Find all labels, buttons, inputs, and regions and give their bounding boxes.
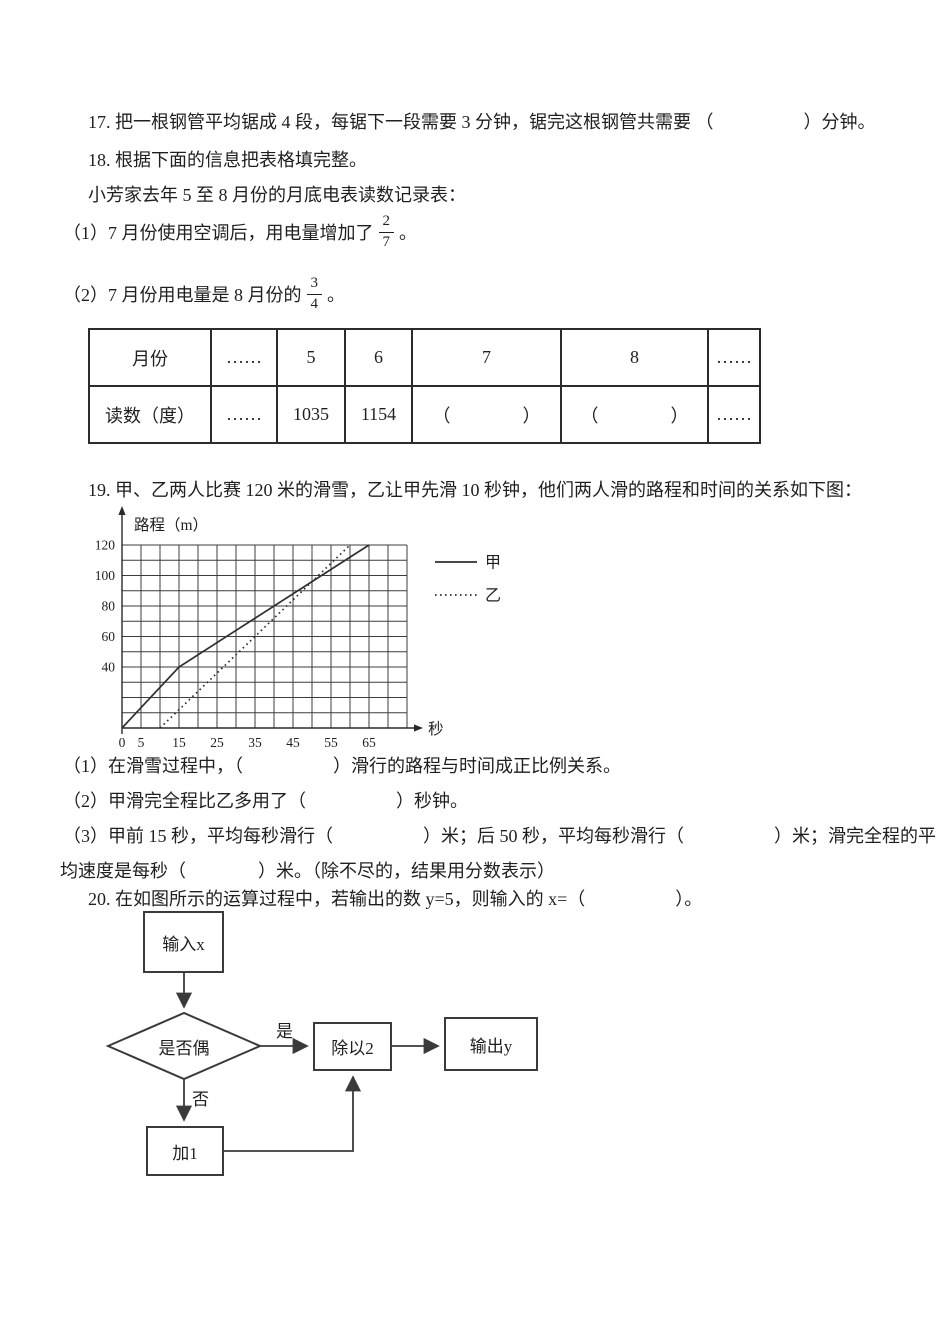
- table-cell: ……: [210, 385, 278, 444]
- item2-period: 。: [327, 285, 345, 305]
- question-19-item1: （1）在滑雪过程中，（ ）滑行的路程与时间成正比例关系。: [63, 756, 621, 776]
- table-cell: 读数（度）: [88, 385, 212, 444]
- svg-text:65: 65: [362, 735, 376, 750]
- fraction-numerator: 3: [306, 275, 322, 295]
- svg-text:路程（m）: 路程（m）: [134, 516, 208, 534]
- question-19-item3-line1: （3）甲前 15 秒，平均每秒滑行（ ）米；后 50 秒，平均每秒滑行（ ）米；…: [63, 826, 936, 846]
- fraction-three-fourths: 3 4: [306, 275, 322, 313]
- table-row: 读数（度） …… 1035 1154 （ ） （ ） ……: [88, 385, 761, 444]
- svg-text:60: 60: [102, 629, 116, 644]
- item1-text: （1）7 月份使用空调后，用电量增加了: [63, 223, 374, 243]
- fraction-numerator: 2: [378, 213, 394, 233]
- table-cell: 1035: [276, 385, 346, 444]
- svg-text:120: 120: [95, 538, 115, 553]
- fraction-denominator: 7: [382, 233, 391, 250]
- table-cell: 6: [344, 328, 413, 387]
- svg-text:5: 5: [138, 735, 145, 750]
- svg-text:35: 35: [248, 735, 262, 750]
- edge-label-no: 否: [192, 1090, 209, 1109]
- svg-text:25: 25: [210, 735, 224, 750]
- question-20-text: 20. 在如图所示的运算过程中，若输出的数 y=5，则输入的 x=（ ）。: [88, 889, 703, 909]
- table-cell: 5: [276, 328, 346, 387]
- svg-text:秒: 秒: [428, 720, 444, 738]
- question-17-text: 17. 把一根钢管平均锯成 4 段，每锯下一段需要 3 分钟，锯完这根钢管共需要…: [88, 112, 876, 132]
- flowchart-output-box: 输出y: [444, 1017, 538, 1071]
- table-cell: ……: [210, 328, 278, 387]
- question-18-item2: （2）7 月份用电量是 8 月份的 3 4 。: [63, 266, 345, 322]
- fraction-two-sevenths: 2 7: [378, 213, 394, 251]
- item2-text: （2）7 月份用电量是 8 月份的: [63, 285, 302, 305]
- table-cell: （ ）: [411, 385, 562, 444]
- table-cell: （ ）: [560, 385, 709, 444]
- table-cell: 1154: [344, 385, 413, 444]
- meter-readings-table: 月份 …… 5 6 7 8 …… 读数（度） …… 1035 1154 （ ） …: [88, 328, 761, 444]
- table-cell: 8: [560, 328, 709, 387]
- question-18-text: 18. 根据下面的信息把表格填完整。: [88, 150, 367, 170]
- flowchart-add-box: 加1: [146, 1126, 224, 1176]
- flowchart-connectors: [105, 973, 440, 1152]
- question-18-intro: 小芳家去年 5 至 8 月份的月底电表读数记录表：: [88, 185, 466, 205]
- svg-text:80: 80: [102, 599, 116, 614]
- table-cell: 月份: [88, 328, 212, 387]
- edge-label-yes: 是: [276, 1022, 293, 1041]
- question-19-item3-line2: 均速度是每秒（ ）米。（除不尽的，结果用分数表示）: [60, 861, 555, 881]
- question-19-item2: （2）甲滑完全程比乙多用了（ ）秒钟。: [63, 791, 468, 811]
- svg-text:45: 45: [286, 735, 300, 750]
- svg-text:40: 40: [102, 660, 116, 675]
- computation-flowchart: 输入x 是否偶 除以2 输出y 加1 是 否: [100, 905, 560, 1205]
- item1-period: 。: [399, 223, 417, 243]
- table-cell: ……: [707, 328, 761, 387]
- arrow-add-to-divide: [224, 1075, 362, 1152]
- svg-text:乙: 乙: [485, 588, 501, 605]
- svg-text:0: 0: [119, 735, 126, 750]
- svg-text:15: 15: [172, 735, 186, 750]
- svg-text:100: 100: [95, 568, 115, 583]
- flowchart-input-box: 输入x: [143, 911, 224, 973]
- svg-text:55: 55: [324, 735, 338, 750]
- table-cell: 7: [411, 328, 562, 387]
- question-18-item1: （1）7 月份使用空调后，用电量增加了 2 7 。: [63, 206, 417, 258]
- fraction-denominator: 4: [310, 295, 319, 312]
- flowchart-decision-label: 是否偶: [158, 1038, 210, 1058]
- question-19-text: 19. 甲、乙两人比赛 120 米的滑雪，乙让甲先滑 10 秒钟，他们两人滑的路…: [88, 480, 862, 500]
- table-cell: ……: [707, 385, 761, 444]
- svg-text:甲: 甲: [485, 555, 501, 572]
- flowchart-divide-box: 除以2: [313, 1022, 392, 1071]
- table-row: 月份 …… 5 6 7 8 ……: [88, 328, 761, 387]
